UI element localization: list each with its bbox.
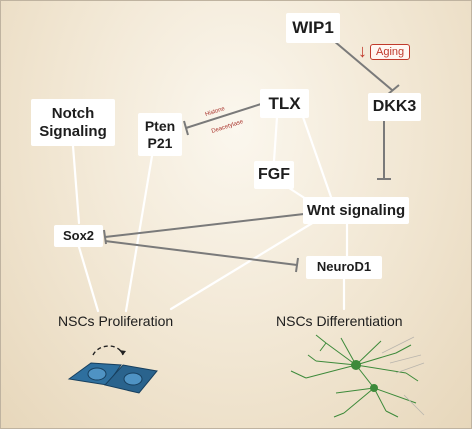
edge-notch-sox2 <box>71 144 81 225</box>
node-notch-signaling: Notch Signaling <box>31 99 115 146</box>
node-fgf: FGF <box>254 161 294 189</box>
node-neurod1: NeuroD1 <box>306 256 382 279</box>
node-wnt-signaling: Wnt signaling <box>303 197 409 224</box>
edge-wnt-proliferation <box>169 217 321 311</box>
node-dkk3: DKK3 <box>368 93 421 121</box>
inhibit-tlx-pten <box>185 103 262 129</box>
aging-badge: Aging <box>370 44 411 60</box>
inhibit-wip1-dkk3 <box>333 40 393 91</box>
down-arrow-icon: ↓ <box>358 41 367 61</box>
neuron-icon <box>290 334 425 418</box>
dividing-cells-icon <box>67 345 158 394</box>
inhibit-sox2-neurod1 <box>104 240 298 266</box>
node-sox2: Sox2 <box>54 225 103 247</box>
node-pten-p21: Pten P21 <box>138 113 182 156</box>
inhibit-wnt-sox2 <box>104 213 305 238</box>
edge-tlx-wnt <box>301 115 333 199</box>
edge-tlx-fgf <box>272 115 279 163</box>
label-nscs-proliferation: NSCs Proliferation <box>58 313 174 329</box>
node-tlx: TLX <box>260 89 309 118</box>
node-wip1: WIP1 <box>286 13 340 43</box>
label-nscs-differentiation: NSCs Differentiation <box>276 313 403 329</box>
edge-sox2-proliferation <box>77 245 100 313</box>
